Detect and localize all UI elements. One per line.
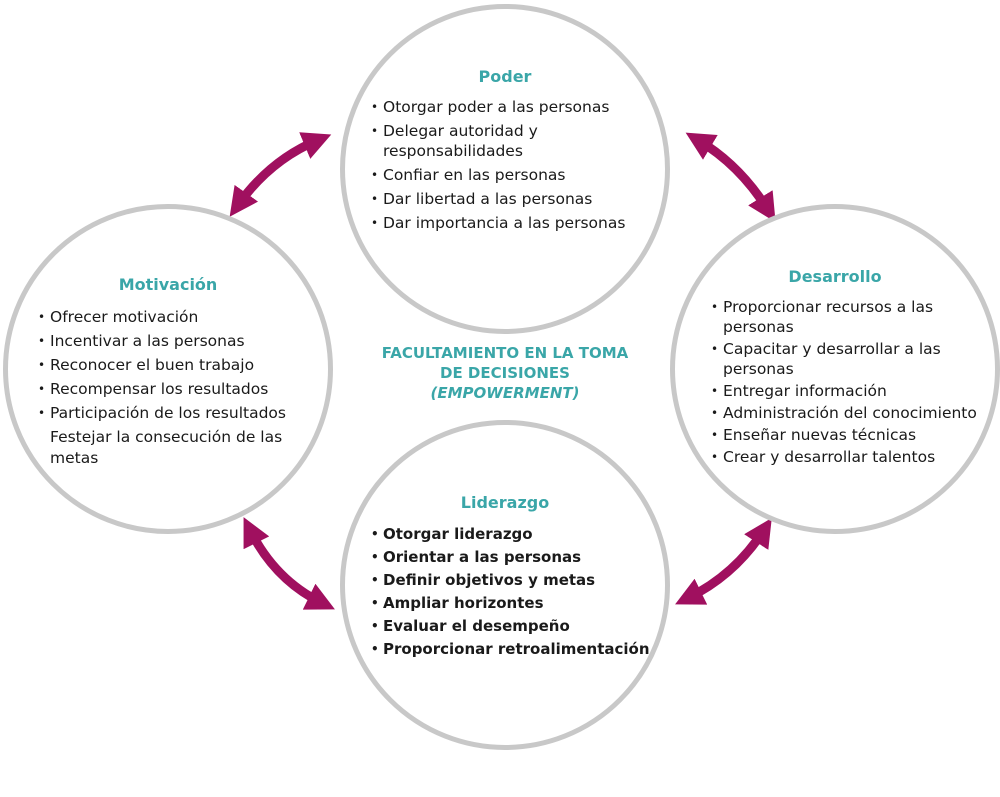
list-item: Capacitar y desarrollar a las personas xyxy=(711,339,981,379)
list-item: Delegar autoridad y responsabilidades xyxy=(371,121,661,161)
list-item: Recompensar los resultados xyxy=(38,379,328,400)
list-item: Proporcionar retroalimentación xyxy=(371,639,671,659)
center-title-line3: (EMPOWERMENT) xyxy=(430,384,580,402)
list-item: Ofrecer motivación xyxy=(38,307,328,328)
list-item: Reconocer el buen trabajo xyxy=(38,355,328,376)
arrow-poder-desarrollo xyxy=(685,132,776,223)
list-item: Orientar a las personas xyxy=(371,547,671,567)
center-title-line1: FACULTAMIENTO EN LA TOMA xyxy=(381,344,629,362)
list-item: Proporcionar recursos a las personas xyxy=(711,297,981,337)
liderazgo-list: Otorgar liderazgo Orientar a las persona… xyxy=(371,524,671,662)
arrow-desarrollo-liderazgo xyxy=(675,517,772,605)
center-title: FACULTAMIENTO EN LA TOMA DE DECISIONES (… xyxy=(355,343,655,403)
liderazgo-circle: Liderazgo Otorgar liderazgo Orientar a l… xyxy=(340,420,670,750)
list-item: Incentivar a las personas xyxy=(38,331,328,352)
center-title-line2: DE DECISIONES xyxy=(440,364,570,382)
motivacion-list: Ofrecer motivación Incentivar a las pers… xyxy=(38,307,328,472)
list-item: Otorgar liderazgo xyxy=(371,524,671,544)
poder-circle: Poder Otorgar poder a las personas Deleg… xyxy=(340,4,670,334)
list-item: Dar libertad a las personas xyxy=(371,189,661,209)
list-item: Entregar información xyxy=(711,381,981,401)
list-item: Festejar la consecución de las metas xyxy=(50,428,283,467)
poder-title: Poder xyxy=(478,67,532,86)
list-item: Ampliar horizontes xyxy=(371,593,671,613)
arrow-motivacion-liderazgo xyxy=(243,517,335,610)
list-item: Otorgar poder a las personas xyxy=(371,97,661,117)
list-item: Participación de los resultados xyxy=(38,403,328,424)
motivacion-title: Motivación xyxy=(118,275,218,294)
list-item: Confiar en las personas xyxy=(371,165,661,185)
list-item: Dar importancia a las personas xyxy=(371,213,661,233)
poder-list: Otorgar poder a las personas Delegar aut… xyxy=(371,97,661,237)
motivacion-circle: Motivación Ofrecer motivación Incentivar… xyxy=(3,204,333,534)
arrow-poder-motivacion xyxy=(229,132,332,217)
desarrollo-title: Desarrollo xyxy=(788,267,882,286)
list-item: Crear y desarrollar talentos xyxy=(711,447,981,467)
desarrollo-circle: Desarrollo Proporcionar recursos a las p… xyxy=(670,204,1000,534)
list-item: Administración del conocimiento xyxy=(711,403,981,423)
desarrollo-list: Proporcionar recursos a las personas Cap… xyxy=(711,297,981,469)
list-item: Definir objetivos y metas xyxy=(371,570,671,590)
list-item: Enseñar nuevas técnicas xyxy=(711,425,981,445)
liderazgo-title: Liderazgo xyxy=(460,493,550,512)
list-item: Evaluar el desempeño xyxy=(371,616,671,636)
